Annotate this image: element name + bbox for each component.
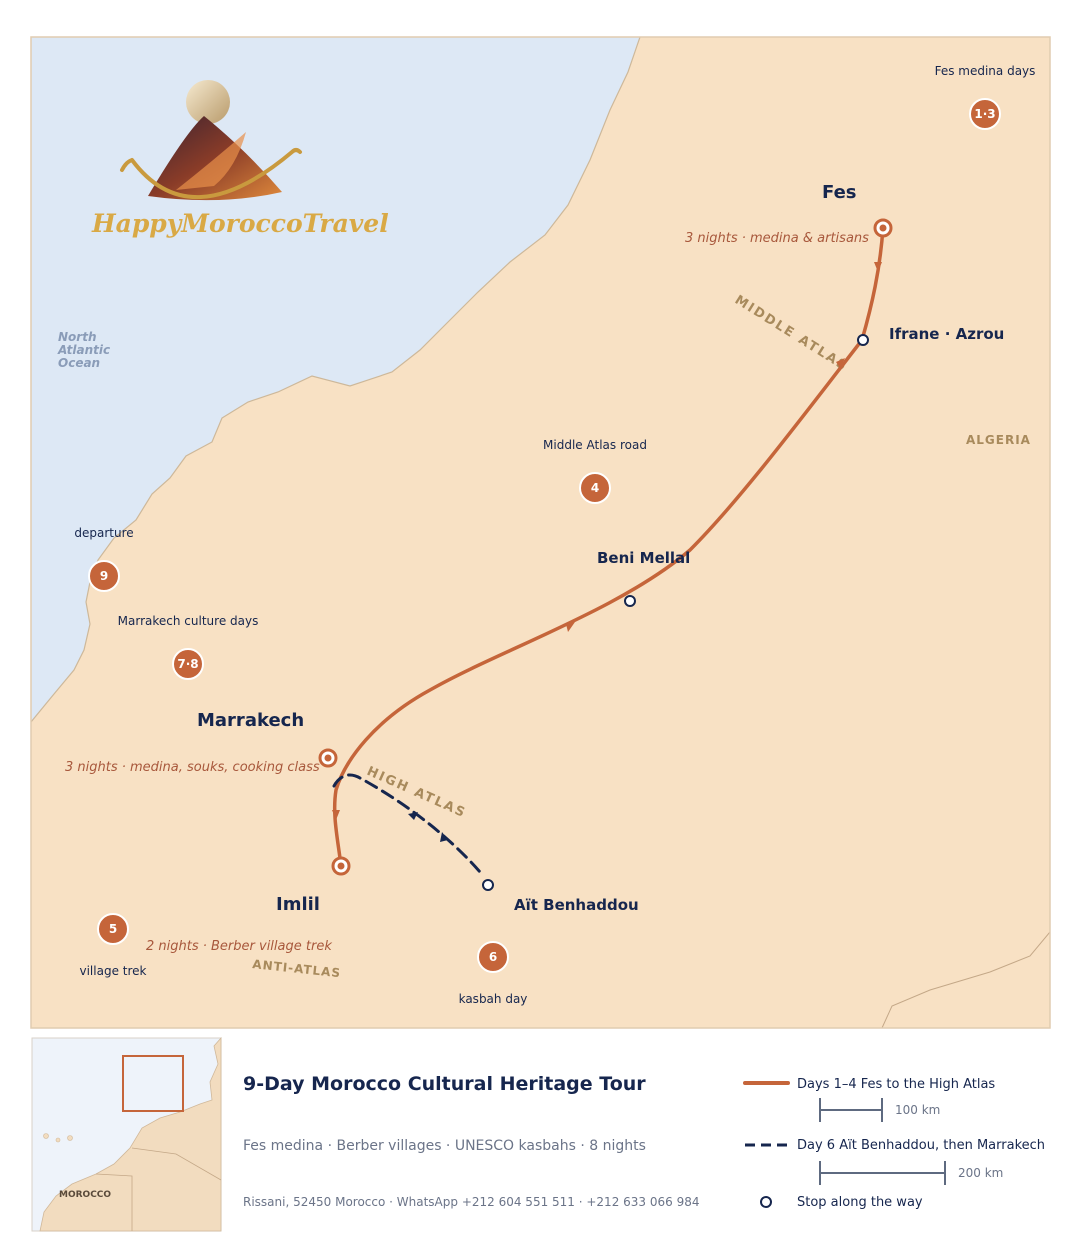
day-badge-9[interactable]: 9 departure bbox=[74, 526, 134, 592]
beni-mellal-label: Beni Mellal bbox=[597, 549, 690, 567]
badge-circle bbox=[969, 98, 1001, 130]
fes-label: Fes bbox=[822, 182, 857, 203]
badge-circle bbox=[97, 913, 129, 945]
badge-number: 7·8 bbox=[177, 657, 198, 671]
legend-solid-label: Days 1–4 Fes to the High Atlas bbox=[797, 1077, 995, 1092]
ifrane-label: Ifrane · Azrou bbox=[889, 325, 1004, 343]
day-badge-4[interactable]: 4 Middle Atlas road bbox=[543, 438, 647, 504]
map-border bbox=[30, 36, 1051, 1029]
city-beni-mellal[interactable]: Beni Mellal bbox=[597, 549, 690, 607]
imlil-marker-dot bbox=[337, 862, 345, 870]
ocean-label-line-1: North bbox=[58, 330, 96, 344]
city-ait-benhaddou[interactable]: Aït Benhaddou bbox=[482, 879, 639, 914]
badge-number: 9 bbox=[100, 569, 108, 583]
logo-dune-highlight bbox=[176, 132, 246, 190]
route-arrow-1 bbox=[874, 262, 882, 272]
badge-caption: village trek bbox=[80, 964, 147, 978]
ait-benhaddou-marker bbox=[482, 879, 494, 891]
ocean-label-line-3: Ocean bbox=[58, 356, 100, 370]
route-dashed-line bbox=[332, 773, 482, 874]
scale-bar-200: 200 km bbox=[819, 1161, 1003, 1185]
marrakech-note: 3 nights · medina, souks, cooking class bbox=[65, 760, 320, 775]
logo-dune bbox=[148, 116, 282, 201]
badge-number: 1·3 bbox=[974, 107, 995, 121]
badge-circle bbox=[579, 472, 611, 504]
inset-island bbox=[43, 1133, 49, 1139]
route-day-6 bbox=[332, 773, 482, 874]
day-badge-1-3[interactable]: 1·3 Fes medina days bbox=[935, 64, 1036, 130]
country-label-algeria: ALGERIA bbox=[966, 433, 1031, 447]
inset-map: MOROCCO bbox=[31, 1036, 222, 1232]
scale-label-100: 100 km bbox=[895, 1103, 940, 1117]
legend-stop-label: Stop along the way bbox=[797, 1195, 923, 1210]
inset-land bbox=[39, 1036, 222, 1232]
route-arrow-3 bbox=[566, 622, 575, 632]
tour-subtitle: Fes medina · Berber villages · UNESCO ka… bbox=[243, 1138, 646, 1154]
fes-note: 3 nights · medina & artisans bbox=[685, 231, 869, 246]
map-frame bbox=[31, 37, 1050, 1028]
route-arrow-2 bbox=[836, 358, 845, 368]
fes-marker-dot bbox=[879, 224, 887, 232]
legend-dashed-label: Day 6 Aït Benhaddou, then Marrakech bbox=[797, 1138, 1045, 1153]
imlil-label: Imlil bbox=[276, 894, 320, 915]
route-arrow-4 bbox=[332, 810, 340, 820]
inset-island bbox=[55, 1137, 61, 1143]
scale-bar-100: 100 km bbox=[819, 1098, 940, 1122]
city-imlil[interactable]: Imlil 2 nights · Berber village trek bbox=[146, 856, 351, 954]
route-arrow-dashed-2 bbox=[440, 832, 448, 842]
brand-logo: HappyMoroccoTravel bbox=[91, 80, 389, 238]
ait-benhaddou-label: Aït Benhaddou bbox=[514, 896, 639, 914]
border-line bbox=[881, 931, 1050, 1028]
logo-swoosh bbox=[120, 148, 302, 200]
badge-caption: Fes medina days bbox=[935, 64, 1036, 78]
badge-circle bbox=[172, 648, 204, 680]
brand-name: HappyMoroccoTravel bbox=[91, 209, 389, 238]
badge-number: 5 bbox=[109, 922, 117, 936]
badge-number: 4 bbox=[591, 481, 599, 495]
badge-caption: kasbah day bbox=[459, 992, 528, 1006]
ocean-label-line-2: Atlantic bbox=[57, 343, 110, 357]
city-marrakech[interactable]: Marrakech 3 nights · medina, souks, cook… bbox=[65, 710, 338, 775]
badge-number: 6 bbox=[489, 950, 497, 964]
atlantic-ocean bbox=[31, 37, 640, 722]
legend-stop-swatch bbox=[760, 1196, 772, 1208]
inset-border bbox=[95, 1147, 222, 1231]
inset-highlight-box bbox=[122, 1055, 184, 1112]
logo-sun bbox=[186, 80, 230, 124]
badge-caption: Marrakech culture days bbox=[118, 614, 259, 628]
legend: Days 1–4 Fes to the High Atlas 100 km Da… bbox=[743, 1077, 1045, 1210]
badge-caption: Middle Atlas road bbox=[543, 438, 647, 452]
badge-circle bbox=[88, 560, 120, 592]
day-badge-6[interactable]: 6 kasbah day bbox=[459, 941, 528, 1006]
badge-circle bbox=[477, 941, 509, 973]
tour-title: 9-Day Morocco Cultural Heritage Tour bbox=[243, 1073, 646, 1095]
imlil-note: 2 nights · Berber village trek bbox=[146, 939, 332, 954]
city-fes[interactable]: Fes 3 nights · medina & artisans bbox=[685, 182, 893, 246]
badge-caption: departure bbox=[74, 526, 133, 540]
day-badge-7-8[interactable]: 7·8 Marrakech culture days bbox=[118, 614, 259, 680]
marrakech-label: Marrakech bbox=[197, 710, 304, 731]
ifrane-marker bbox=[857, 334, 869, 346]
day-badge-5[interactable]: 5 village trek bbox=[80, 913, 147, 978]
coastline bbox=[31, 37, 641, 723]
marrakech-marker-dot bbox=[324, 754, 332, 762]
route-arrow-dashed-1 bbox=[408, 812, 418, 820]
inset-island bbox=[67, 1135, 73, 1141]
tour-contact: Rissani, 52450 Morocco · WhatsApp +212 6… bbox=[243, 1195, 700, 1209]
scale-label-200: 200 km bbox=[958, 1166, 1003, 1180]
beni-mellal-marker bbox=[624, 595, 636, 607]
inset-country-label: MOROCCO bbox=[59, 1190, 111, 1200]
city-ifrane[interactable]: Ifrane · Azrou bbox=[857, 325, 1004, 346]
